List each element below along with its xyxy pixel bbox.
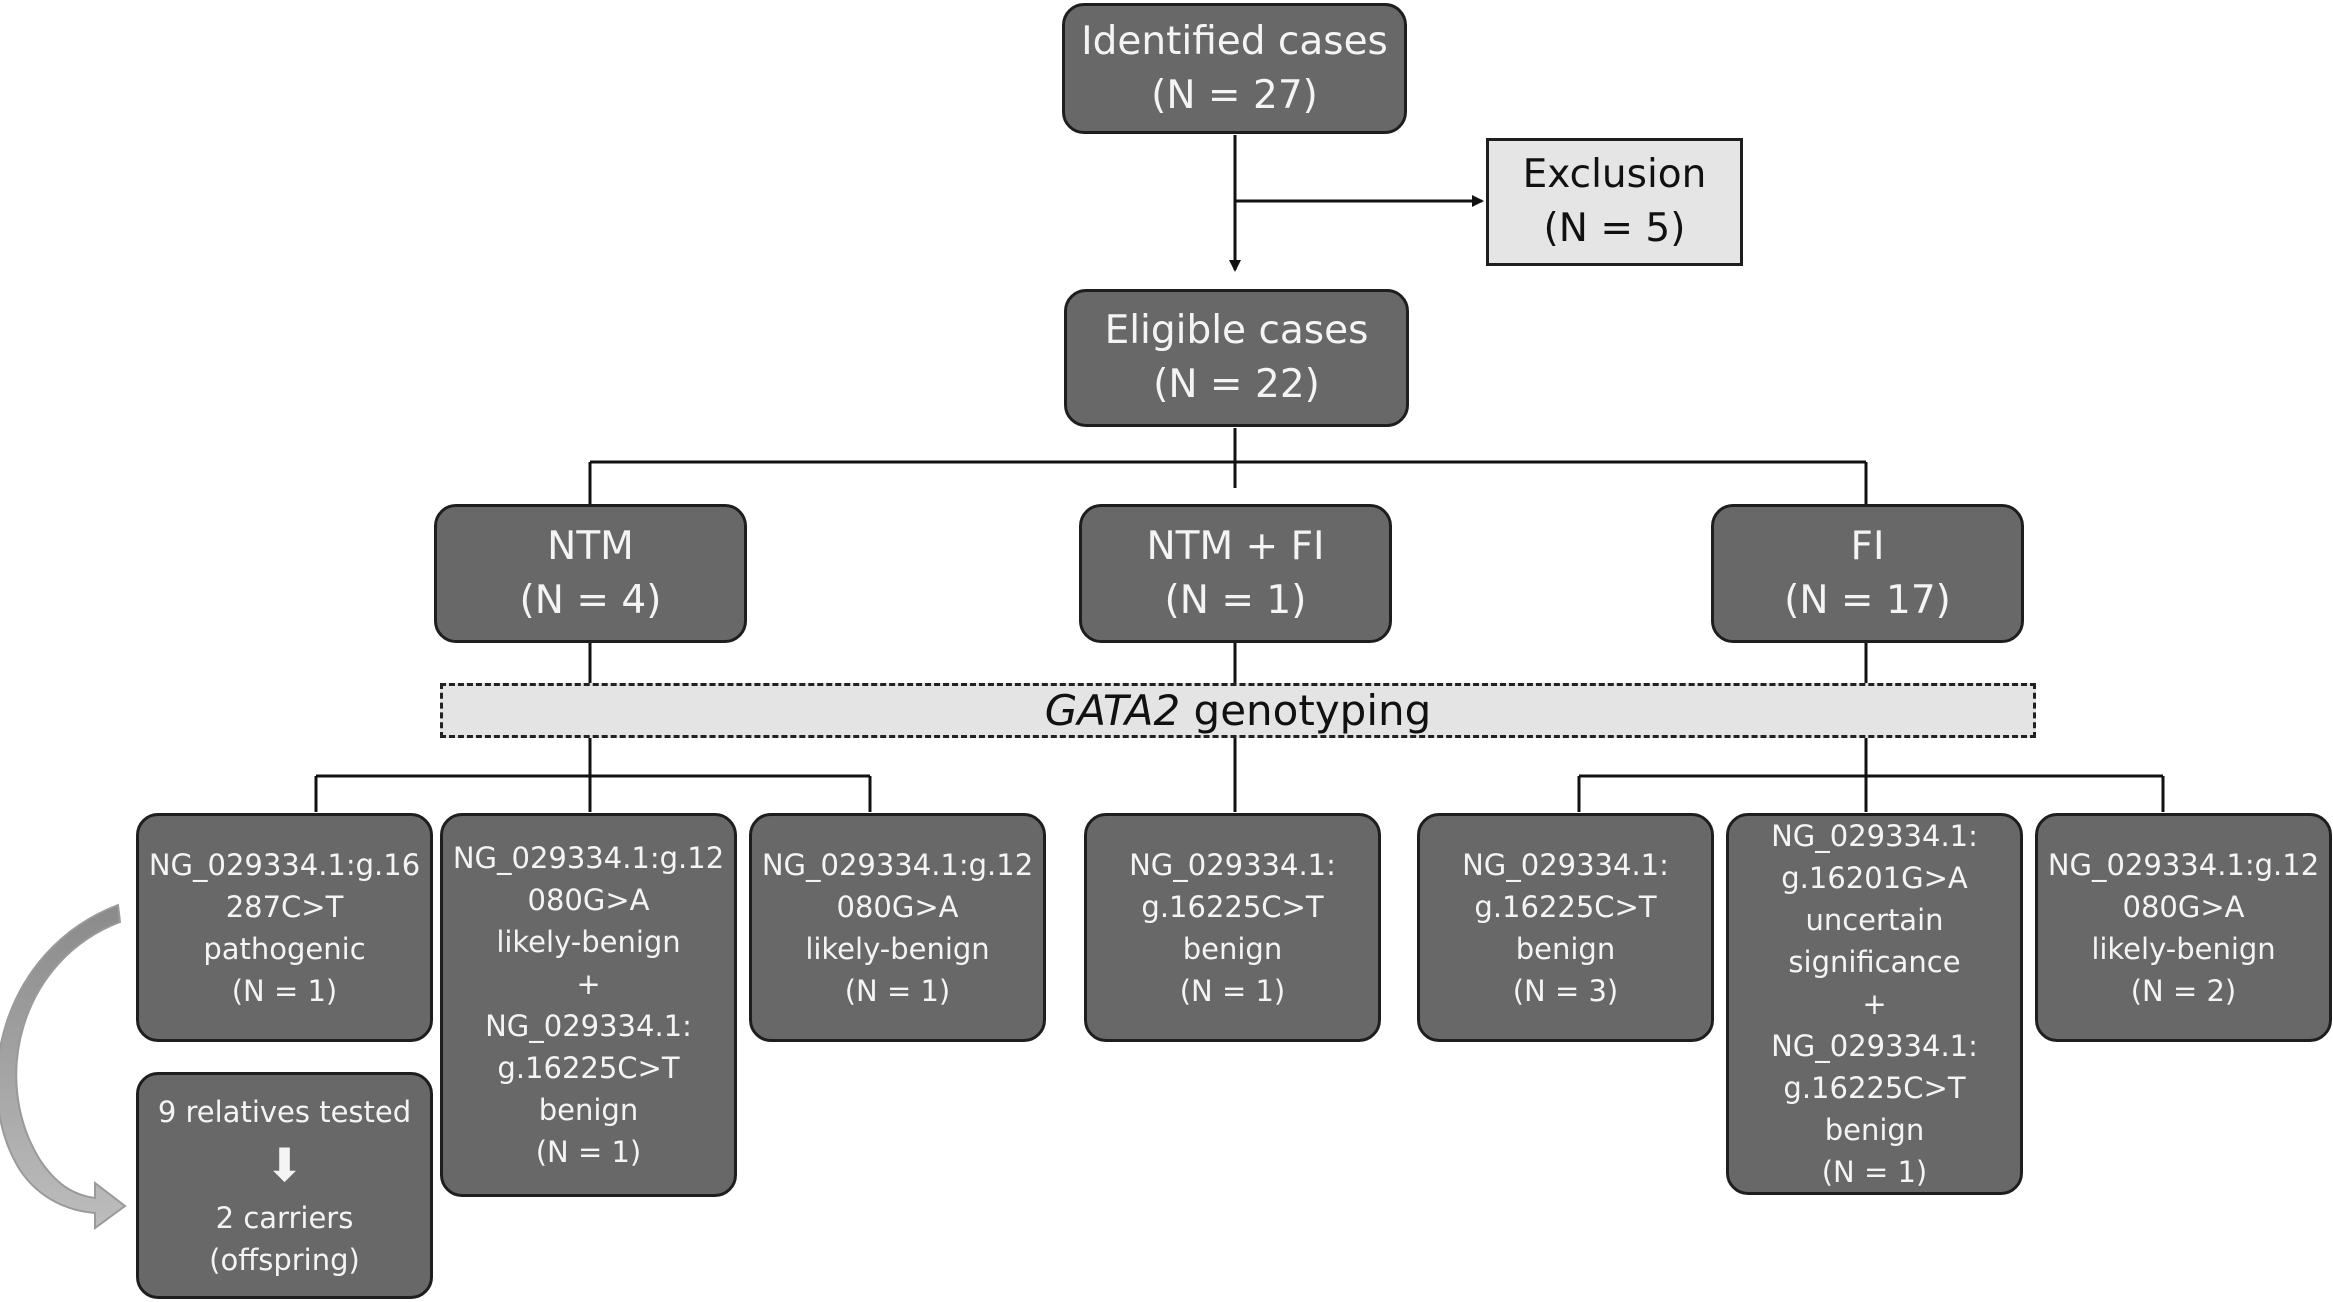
- leaf-line: significance: [1788, 945, 1961, 979]
- genotyping-label: genotyping: [1180, 686, 1432, 735]
- leaf-line: (N = 1): [231, 973, 338, 1008]
- leaf-fi-uncertain-plus-benign: NG_029334.1: g.16201G>A uncertain signif…: [1726, 813, 2023, 1195]
- relatives-carriers: 2 carriers: [215, 1200, 354, 1235]
- leaf-ntm-likely-benign: NG_029334.1:g.12 080G>A likely-benign (N…: [749, 813, 1046, 1042]
- leaf-line: NG_029334.1:g.12: [2047, 847, 2320, 882]
- leaf-line: 080G>A: [2122, 889, 2245, 924]
- identified-cases-count: (N = 27): [1151, 72, 1318, 118]
- relatives-carriers-note: (offspring): [209, 1242, 360, 1277]
- leaf-line: (N = 1): [1179, 973, 1286, 1008]
- leaf-line: NG_029334.1:: [1462, 847, 1669, 882]
- group-fi-title: FI: [1850, 523, 1885, 569]
- leaf-line: g.16225C>T: [1141, 889, 1324, 924]
- leaf-ntm-pathogenic: NG_029334.1:g.16 287C>T pathogenic (N = …: [136, 813, 433, 1042]
- curved-arrow-icon: [0, 903, 127, 1230]
- leaf-line: (N = 1): [1821, 1155, 1928, 1189]
- leaf-line: NG_029334.1:g.16: [148, 847, 421, 882]
- leaf-fi-likely-benign: NG_029334.1:g.12 080G>A likely-benign (N…: [2035, 813, 2332, 1042]
- leaf-line: benign: [1824, 1113, 1925, 1147]
- identified-cases-box: Identified cases (N = 27): [1062, 3, 1407, 134]
- exclusion-count: (N = 5): [1543, 206, 1686, 251]
- leaf-line: 080G>A: [836, 889, 959, 924]
- genotyping-band: GATA2 genotyping: [440, 683, 2036, 738]
- leaf-ntm-likely-benign-plus-benign: NG_029334.1:g.12 080G>A likely-benign + …: [440, 813, 737, 1197]
- leaf-ntm-fi-benign: NG_029334.1: g.16225C>T benign (N = 1): [1084, 813, 1381, 1042]
- leaf-line: likely-benign: [2091, 931, 2276, 966]
- group-ntm-box: NTM (N = 4): [434, 504, 747, 643]
- leaf-line: NG_029334.1:g.12: [452, 841, 725, 875]
- leaf-line: benign: [1515, 931, 1616, 966]
- eligible-cases-count: (N = 22): [1153, 362, 1320, 407]
- group-ntm-fi-count: (N = 1): [1164, 577, 1307, 623]
- leaf-line: g.16225C>T: [1474, 889, 1657, 924]
- leaf-line: NG_029334.1:: [1771, 819, 1978, 853]
- leaf-line: benign: [1182, 931, 1283, 966]
- leaf-line: NG_029334.1:: [1771, 1029, 1978, 1063]
- leaf-line: g.16225C>T: [1783, 1071, 1966, 1105]
- leaf-line: +: [576, 967, 601, 1001]
- eligible-cases-title: Eligible cases: [1104, 308, 1369, 353]
- leaf-line: (N = 1): [535, 1135, 642, 1169]
- leaf-line: benign: [538, 1093, 639, 1127]
- leaf-line: likely-benign: [496, 925, 681, 959]
- leaf-fi-benign: NG_029334.1: g.16225C>T benign (N = 3): [1417, 813, 1714, 1042]
- down-arrow-icon: ⬇: [265, 1137, 304, 1192]
- group-ntm-title: NTM: [547, 523, 634, 569]
- leaf-line: 287C>T: [225, 889, 344, 924]
- leaf-line: uncertain: [1805, 903, 1944, 937]
- leaf-line: (N = 3): [1512, 973, 1619, 1008]
- leaf-line: NG_029334.1:g.12: [761, 847, 1034, 882]
- exclusion-box: Exclusion (N = 5): [1486, 138, 1743, 266]
- leaf-line: 080G>A: [527, 883, 650, 917]
- group-fi-count: (N = 17): [1784, 577, 1951, 623]
- identified-cases-title: Identified cases: [1081, 18, 1388, 64]
- leaf-line: likely-benign: [805, 931, 990, 966]
- relatives-box: 9 relatives tested ⬇ 2 carriers (offspri…: [136, 1072, 433, 1299]
- genotyping-gene: GATA2: [1044, 686, 1181, 735]
- group-fi-box: FI (N = 17): [1711, 504, 2024, 643]
- leaf-line: pathogenic: [203, 931, 366, 966]
- eligible-cases-box: Eligible cases (N = 22): [1064, 289, 1409, 427]
- group-ntm-fi-title: NTM + FI: [1146, 523, 1325, 569]
- group-ntm-fi-box: NTM + FI (N = 1): [1079, 504, 1392, 643]
- exclusion-title: Exclusion: [1522, 152, 1707, 197]
- relatives-tested: 9 relatives tested: [157, 1094, 412, 1129]
- leaf-line: g.16201G>A: [1781, 861, 1968, 895]
- group-ntm-count: (N = 4): [519, 577, 662, 623]
- leaf-line: (N = 1): [844, 973, 951, 1008]
- leaf-line: NG_029334.1:: [485, 1009, 692, 1043]
- leaf-line: +: [1862, 987, 1887, 1021]
- leaf-line: NG_029334.1:: [1129, 847, 1336, 882]
- leaf-line: g.16225C>T: [497, 1051, 680, 1085]
- leaf-line: (N = 2): [2130, 973, 2237, 1008]
